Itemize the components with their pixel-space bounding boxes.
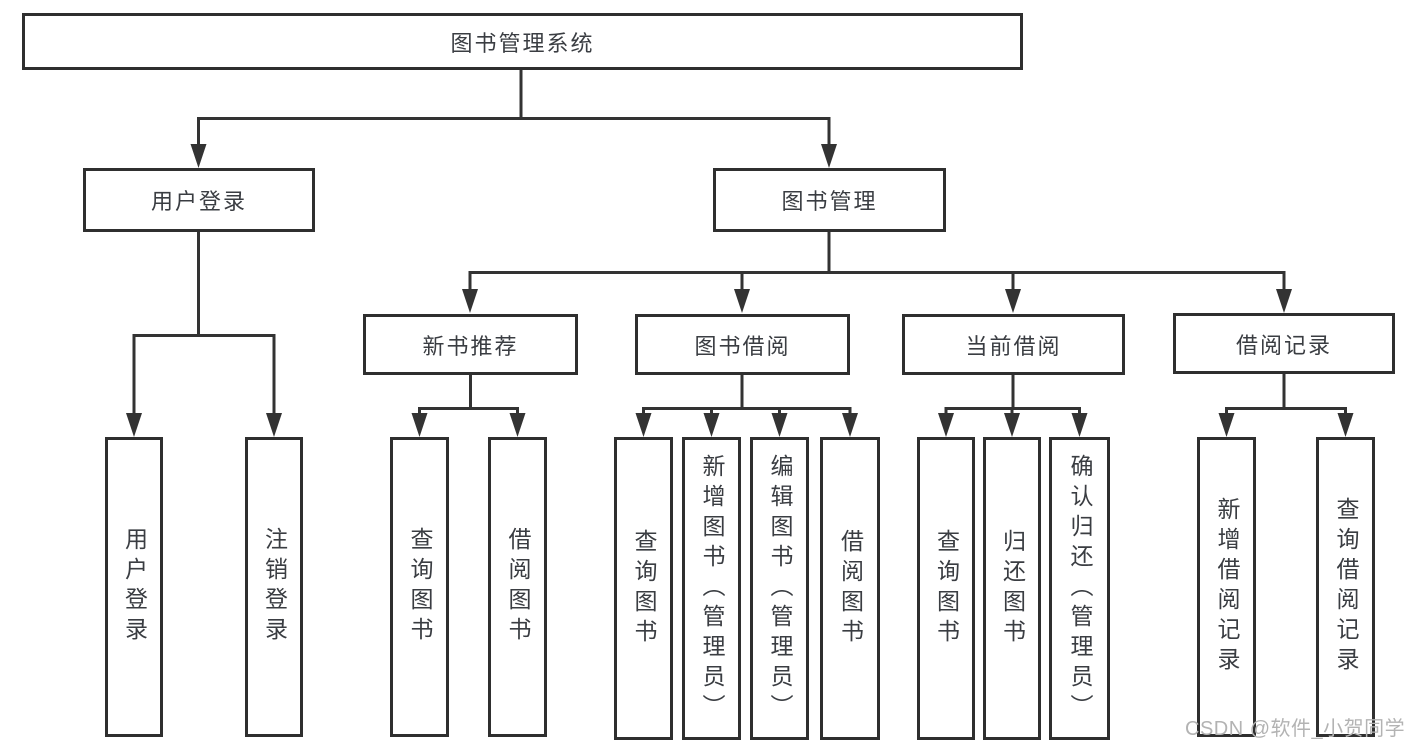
arrowhead-query-books-2 xyxy=(635,413,652,437)
leaf-borrow-books-borrow-label: 借阅图书 xyxy=(837,528,864,649)
arrowhead-new-book-recommend xyxy=(462,289,478,313)
leaf-query-books-borrow-label: 查询图书 xyxy=(631,528,657,649)
arrowhead-add-books xyxy=(703,413,720,437)
arrowhead-return-books xyxy=(1004,413,1020,437)
arrowhead-borrow-books-2 xyxy=(842,413,858,437)
arrowhead-add-record xyxy=(1218,413,1235,437)
node-book-management: 图书管理 xyxy=(713,168,946,232)
node-user-login: 用户登录 xyxy=(83,168,315,232)
arrowhead-leaf-user-login xyxy=(126,413,142,437)
node-new-book-recommend: 新书推荐 xyxy=(363,314,578,375)
arrowhead-edit-books xyxy=(771,413,788,437)
leaf-add-borrow-record-label: 新增借阅记录 xyxy=(1214,497,1240,677)
arrowhead-book-management xyxy=(821,144,837,168)
node-library-management-system: 图书管理系统 xyxy=(22,13,1023,70)
leaf-query-books-borrow: 查询图书 xyxy=(614,437,673,740)
leaf-query-borrow-record-label: 查询借阅记录 xyxy=(1333,497,1359,677)
arrowhead-leaf-logout xyxy=(266,413,282,437)
leaf-borrow-books-borrow: 借阅图书 xyxy=(820,437,880,740)
leaf-user-login-label: 用户登录 xyxy=(121,527,148,647)
node-current-borrow: 当前借阅 xyxy=(902,314,1125,375)
leaf-logout-label: 注销登录 xyxy=(261,527,288,647)
leaf-return-books-label: 归还图书 xyxy=(999,528,1026,649)
watermark: CSDN @软件_小贺同学 xyxy=(1185,718,1405,740)
arrowhead-borrow-books-1 xyxy=(509,413,526,437)
leaf-edit-books-admin: 编辑图书（管理员） xyxy=(750,437,809,740)
leaf-borrow-books-new: 借阅图书 xyxy=(488,437,547,737)
arrowhead-query-books-3 xyxy=(938,413,954,437)
leaf-logout: 注销登录 xyxy=(245,437,303,737)
arrowhead-user-login xyxy=(190,144,207,168)
node-borrow-records: 借阅记录 xyxy=(1173,313,1395,374)
arrowhead-query-record xyxy=(1337,413,1354,437)
leaf-edit-books-admin-label: 编辑图书（管理员） xyxy=(767,453,793,724)
arrowhead-borrow-records xyxy=(1276,289,1292,313)
leaf-query-borrow-record: 查询借阅记录 xyxy=(1316,437,1375,737)
leaf-add-books-admin-label: 新增图书（管理员） xyxy=(699,453,725,724)
leaf-user-login: 用户登录 xyxy=(105,437,163,737)
leaf-confirm-return-admin: 确认归还（管理员） xyxy=(1049,437,1110,740)
leaf-query-books-new: 查询图书 xyxy=(390,437,449,737)
arrowhead-query-books-1 xyxy=(411,413,428,437)
leaf-add-borrow-record: 新增借阅记录 xyxy=(1197,437,1256,737)
arrowhead-book-borrow xyxy=(734,289,750,313)
leaf-query-books-current: 查询图书 xyxy=(917,437,975,740)
leaf-query-books-current-label: 查询图书 xyxy=(933,528,960,649)
node-book-borrow: 图书借阅 xyxy=(635,314,850,375)
leaf-borrow-books-new-label: 借阅图书 xyxy=(505,527,531,647)
leaf-query-books-new-label: 查询图书 xyxy=(407,527,433,647)
arrowhead-confirm-return xyxy=(1071,413,1088,437)
arrowhead-current-borrow xyxy=(1005,289,1021,313)
leaf-return-books: 归还图书 xyxy=(983,437,1041,740)
leaf-add-books-admin: 新增图书（管理员） xyxy=(682,437,741,740)
leaf-confirm-return-admin-label: 确认归还（管理员） xyxy=(1067,453,1093,724)
